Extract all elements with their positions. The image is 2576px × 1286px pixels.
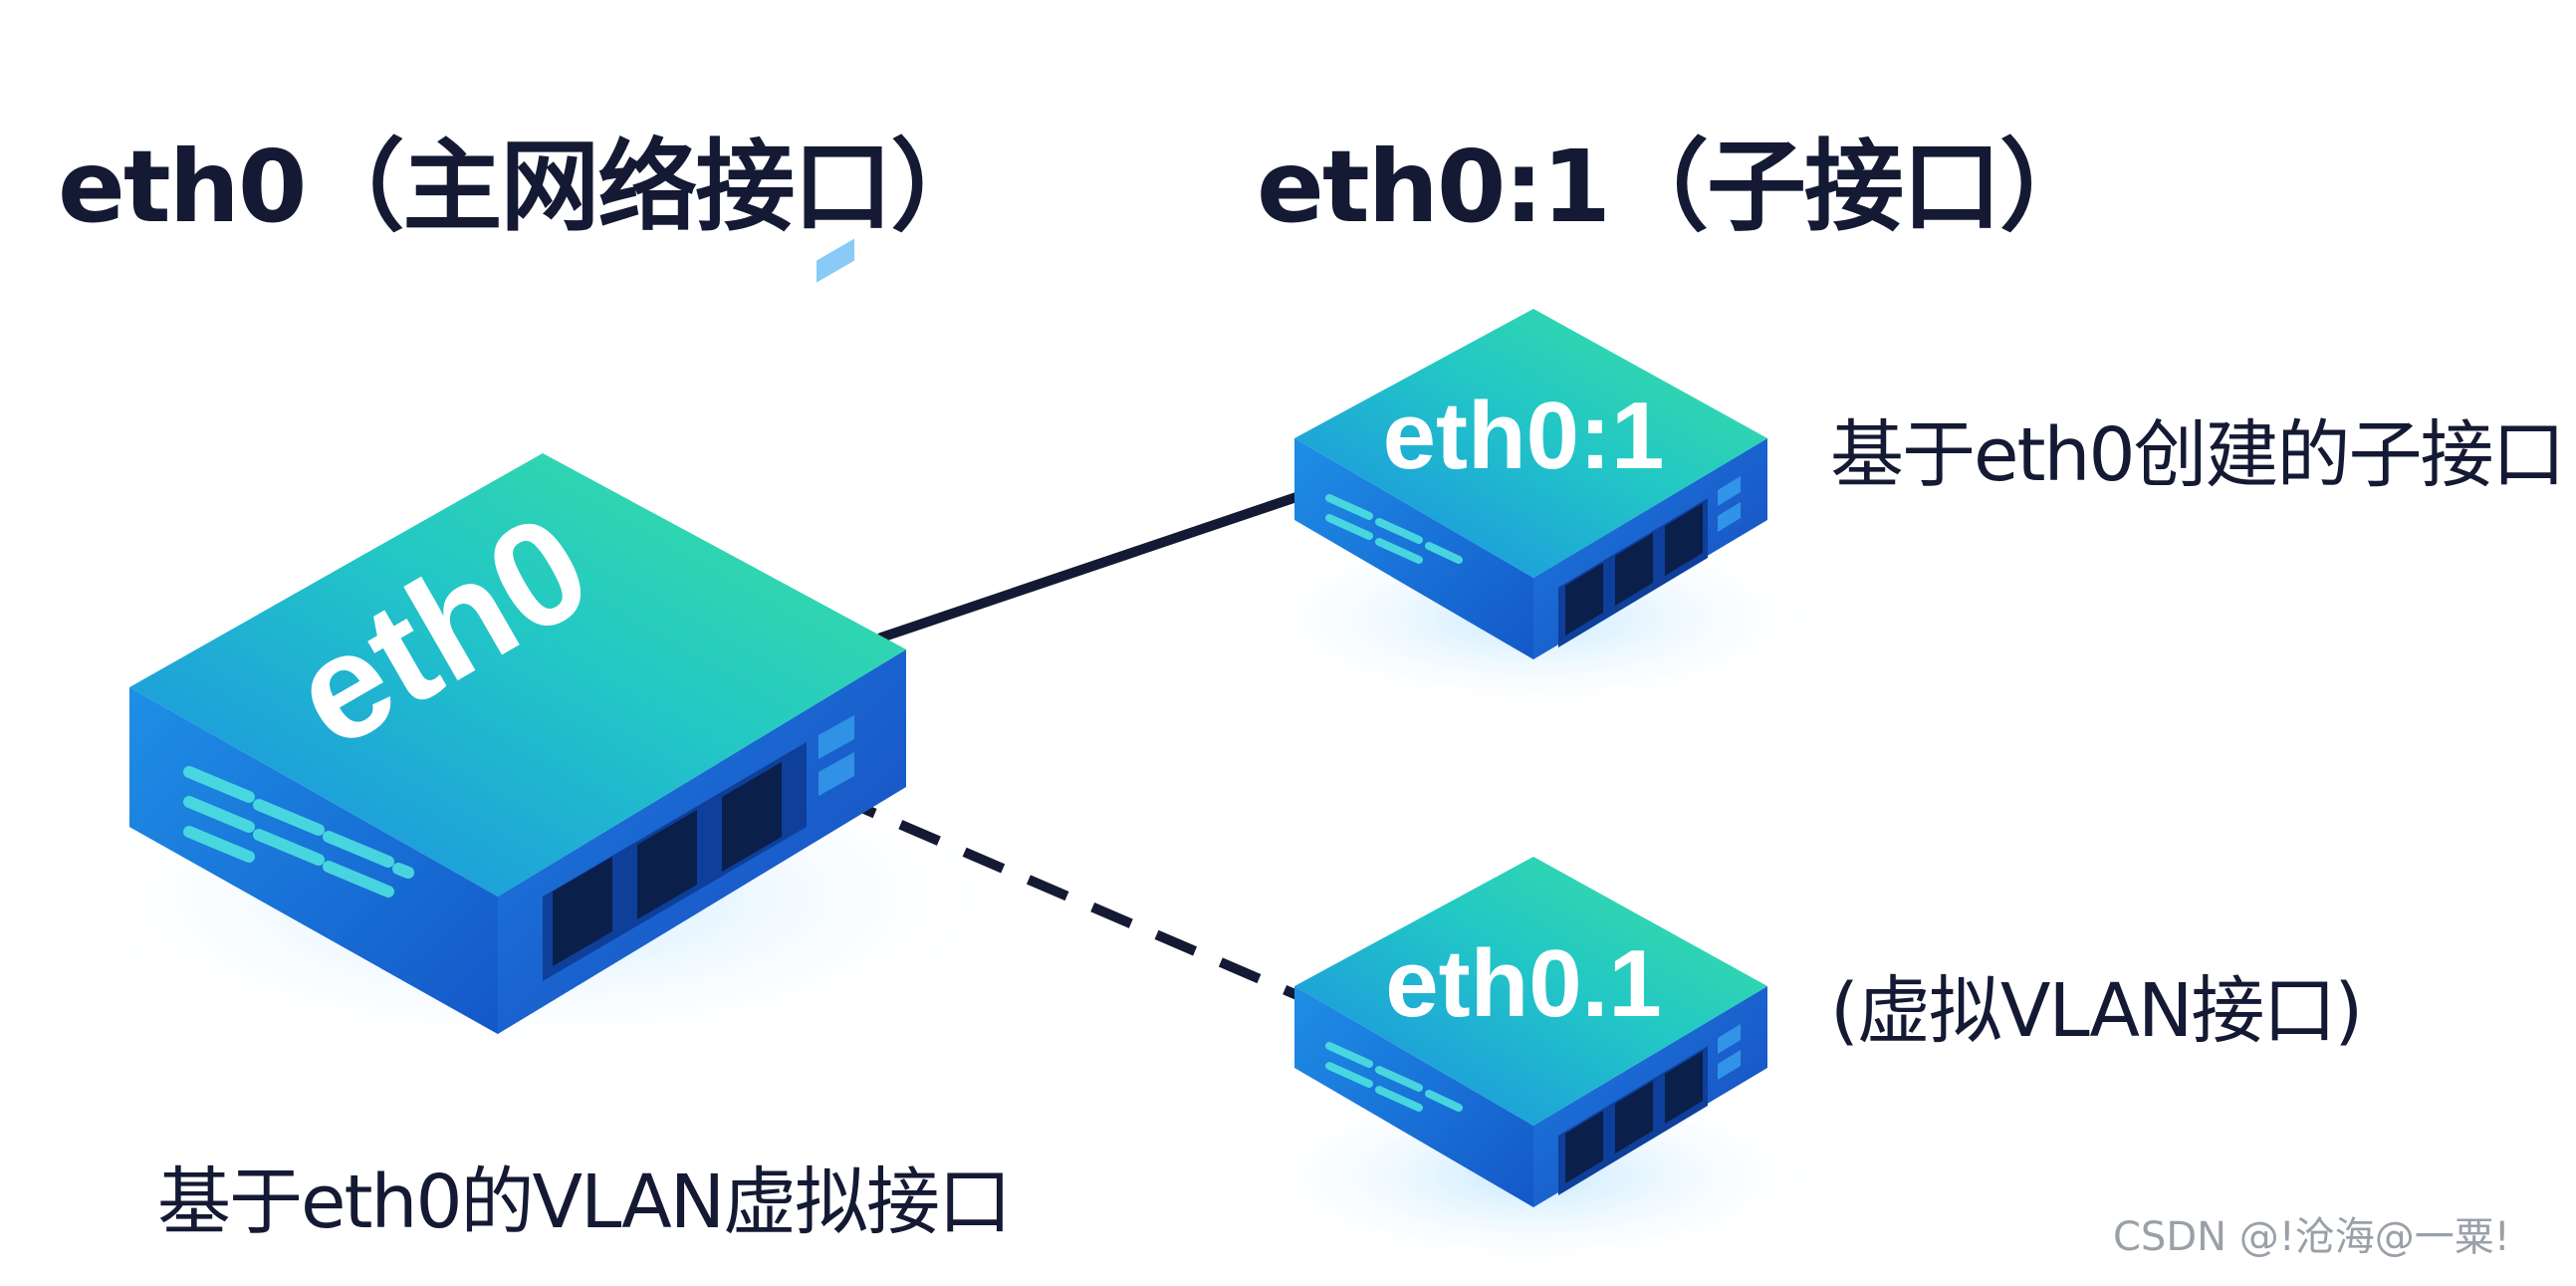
- dashed-connection: [834, 792, 1301, 1001]
- sub-interface-title: eth0:1（子接口）: [1257, 129, 2099, 245]
- eth0-dot-1-device-label: eth0.1: [1385, 930, 1661, 1037]
- solid-connection: [876, 491, 1304, 643]
- watermark: CSDN @!沧海@一粟!: [2113, 1214, 2510, 1260]
- eth0-1-device-label: eth0:1: [1383, 383, 1665, 489]
- sub-interface-description: 基于eth0创建的子接口: [1830, 412, 2566, 498]
- eth0-vlan-description: 基于eth0的VLAN虚拟接口: [157, 1159, 1012, 1245]
- main-interface-title: eth0（主网络接口）: [58, 129, 990, 245]
- vlan-interface-description: (虚拟VLAN接口): [1830, 968, 2363, 1054]
- eth0-dot-1-device: eth0.1: [1294, 857, 1767, 1207]
- eth0-1-device: eth0:1: [1294, 309, 1767, 659]
